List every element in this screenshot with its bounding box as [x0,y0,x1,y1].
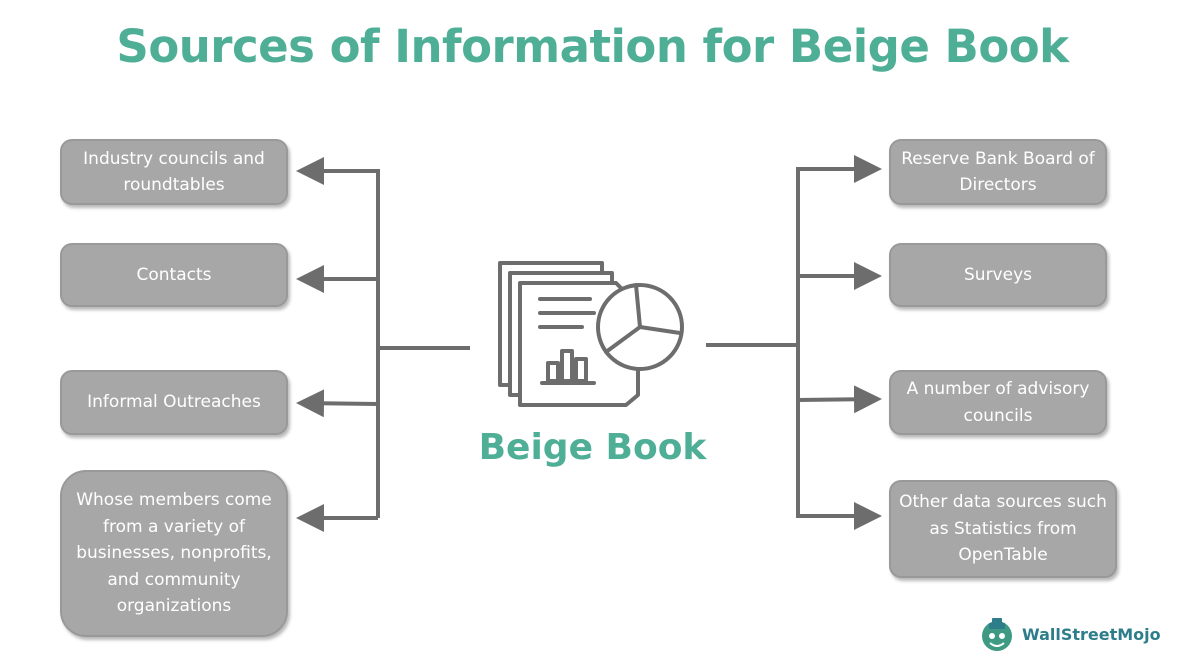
center-label: Beige Book [478,427,707,468]
source-label: Whose members come from a variety of bus… [76,490,272,617]
source-label: Industry councils and roundtables [83,148,265,196]
left-connector-tree [296,157,470,532]
brand-logo: WallStreetMojo [978,615,1161,653]
source-label: Reserve Bank Board of Directors [901,148,1095,196]
source-label: Other data sources such as Statistics fr… [899,492,1107,566]
source-label: A number of advisory councils [906,379,1090,426]
source-label: Informal Outreaches [87,392,261,413]
left-branch-3 [296,389,379,418]
source-box-members-variety: Whose members come from a variety of bus… [60,470,288,637]
source-box-advisory-councils: A number of advisory councils [889,370,1107,435]
diagram-title: Sources of Information for Beige Book [116,20,1069,73]
source-box-industry-councils: Industry councils and roundtables [60,139,288,205]
logo-text: WallStreetMojo [1022,624,1161,644]
right-branch-3 [797,385,882,414]
source-box-other-data-sources: Other data sources such as Statistics fr… [889,480,1117,578]
source-box-surveys: Surveys [889,243,1107,307]
source-label: Contacts [136,264,212,285]
report-document-icon [498,261,684,407]
right-connector-tree [706,155,882,530]
source-box-informal-outreaches: Informal Outreaches [60,370,288,435]
source-box-reserve-bank-board: Reserve Bank Board of Directors [889,139,1107,205]
mascot-logo-icon [982,618,1012,651]
source-box-contacts: Contacts [60,243,288,307]
source-label: Surveys [964,264,1032,285]
